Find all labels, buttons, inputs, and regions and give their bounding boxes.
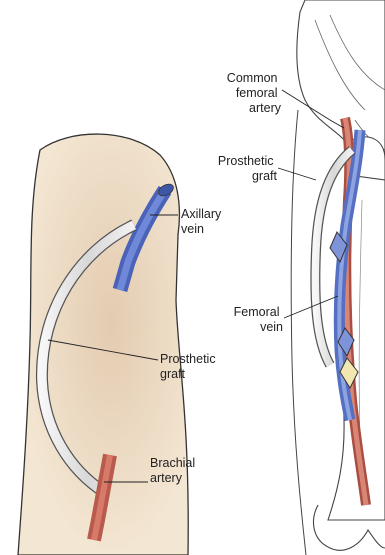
label-axillary-vein: Axillary vein <box>181 207 225 236</box>
label-prosthetic-graft-thigh: Prosthetic graft <box>218 154 278 183</box>
label-prosthetic-graft-arm: Prosthetic graft <box>160 352 219 381</box>
thigh-illustration: Common femoral artery Prosthetic graft F… <box>218 0 385 555</box>
label-femoral-vein: Femoral vein <box>234 305 283 334</box>
arm-illustration: Axillary vein Prosthetic graft Brachial … <box>18 134 225 555</box>
thigh-outline <box>291 110 306 555</box>
label-common-femoral-artery: Common femoral artery <box>227 71 282 115</box>
leader-prosthetic-graft-thigh <box>278 168 316 180</box>
label-brachial-artery: Brachial artery <box>150 456 199 485</box>
